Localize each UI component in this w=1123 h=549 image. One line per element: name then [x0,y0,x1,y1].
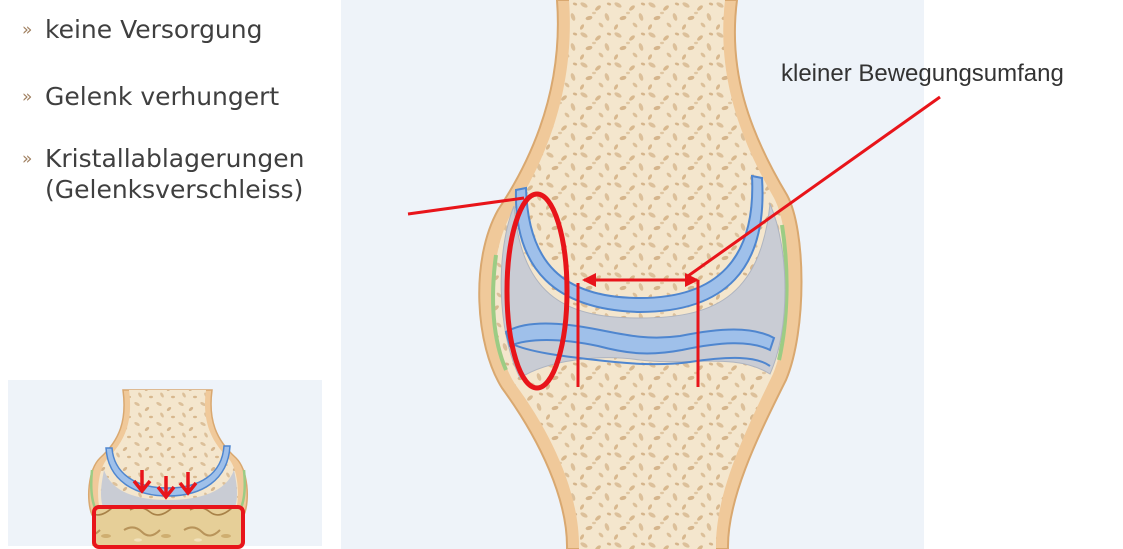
inset-joint-drawing [89,390,248,547]
callout-label-range-of-motion: kleiner Bewegungsumfang [781,60,1064,88]
crystal-deposit-photo [92,509,244,546]
main-joint-drawing [479,0,801,549]
